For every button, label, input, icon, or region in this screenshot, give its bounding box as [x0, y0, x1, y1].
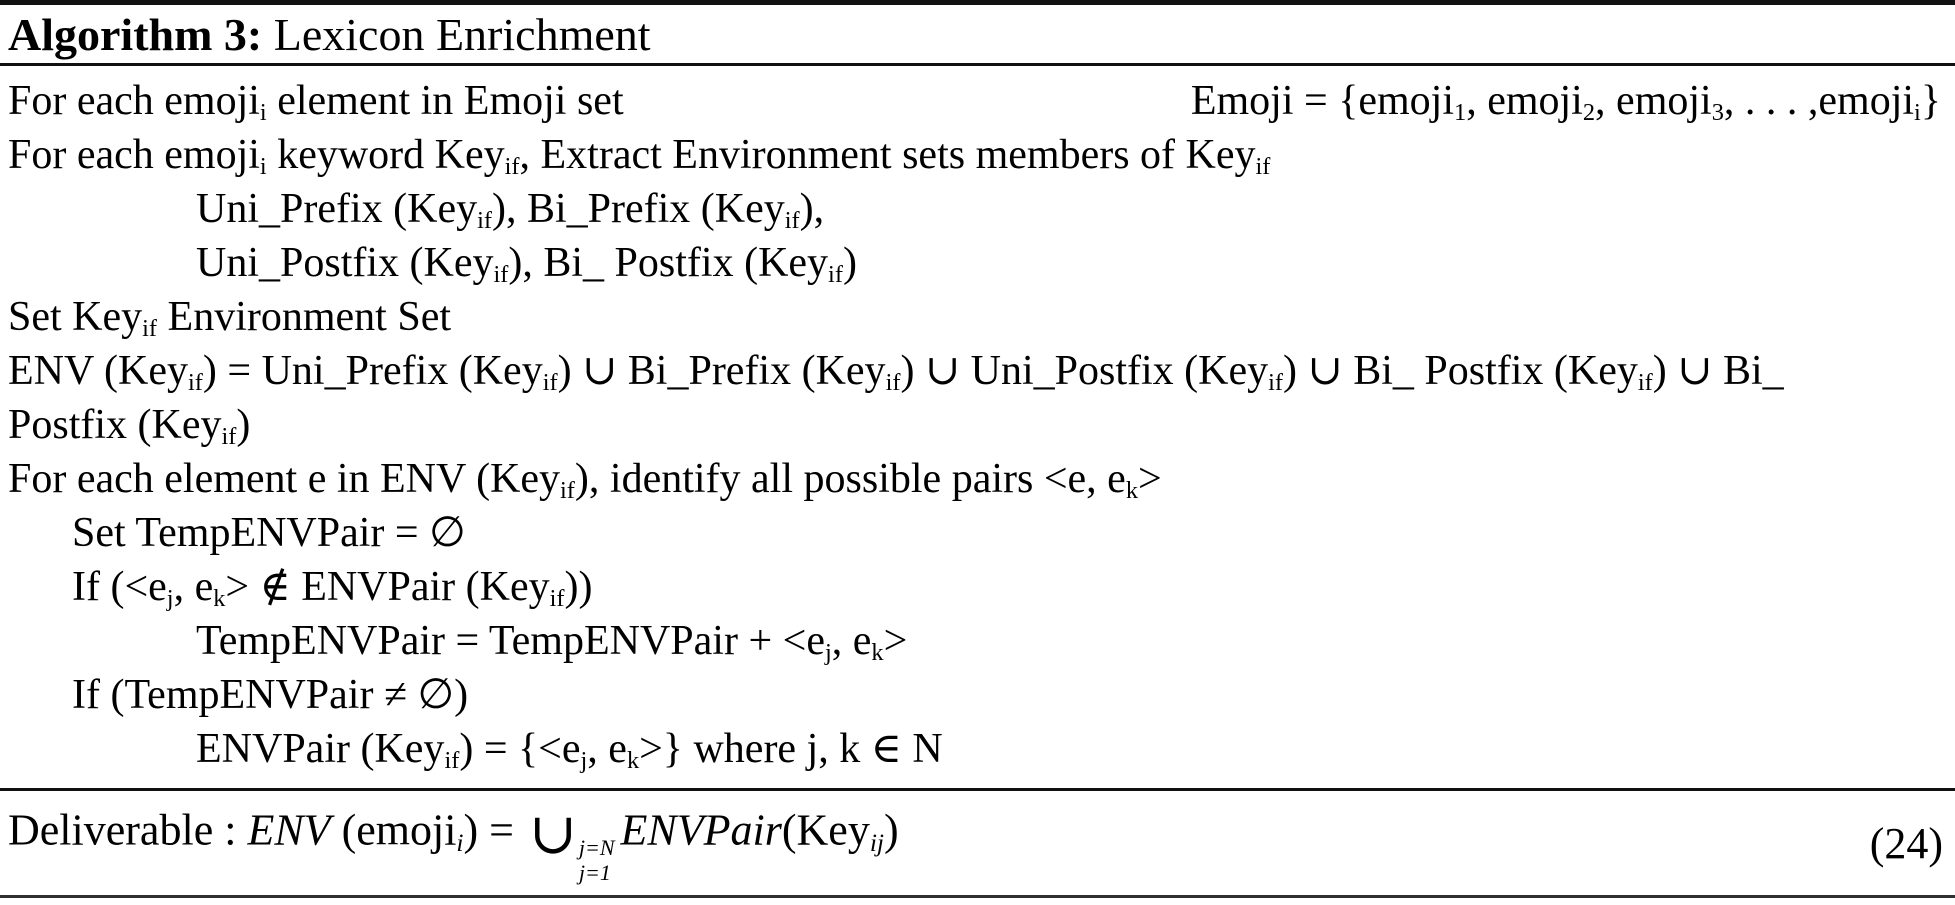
line-right-text: Emoji = {emoji1, emoji2, emoji3, . . . ,…: [1190, 78, 1941, 127]
line-text: Uni_Postfix (Keyif), Bi_ Postfix (Keyif): [196, 240, 857, 289]
algorithm-line: Uni_Prefix (Keyif), Bi_Prefix (Keyif),: [8, 182, 1947, 236]
algorithm-title: Algorithm 3: Lexicon Enrichment: [0, 5, 1955, 63]
line-text: Postfix (Keyif): [8, 402, 251, 451]
line-text: ENV (Keyif) = Uni_Prefix (Keyif) ∪ Bi_Pr…: [8, 348, 1784, 397]
algorithm-line: ENVPair (Keyif) = {<ej, ek>} where j, k …: [8, 722, 1947, 776]
bottom-rule: [0, 895, 1955, 898]
algorithm-line: Uni_Postfix (Keyif), Bi_ Postfix (Keyif): [8, 236, 1947, 290]
line-text: For each element e in ENV (Keyif), ident…: [8, 456, 1162, 505]
line-text: Set Keyif Environment Set: [8, 294, 452, 343]
line-text: Uni_Prefix (Keyif), Bi_Prefix (Keyif),: [196, 186, 825, 235]
algorithm-line: Postfix (Keyif): [8, 398, 1947, 452]
algorithm-line: If (TempENVPair ≠ ∅): [8, 668, 1947, 722]
line-text: TempENVPair = TempENVPair + <ej, ek>: [196, 618, 908, 667]
line-text: ENVPair (Keyif) = {<ej, ek>} where j, k …: [196, 726, 943, 775]
algorithm-line: TempENVPair = TempENVPair + <ej, ek>: [8, 614, 1947, 668]
line-text: For each emojii element in Emoji set: [8, 78, 624, 127]
algorithm-line: ENV (Keyif) = Uni_Prefix (Keyif) ∪ Bi_Pr…: [8, 344, 1947, 398]
equation-number: (24): [1869, 818, 1943, 868]
algorithm-line: For each element e in ENV (Keyif), ident…: [8, 452, 1947, 506]
deliverable-separator-rule: [0, 788, 1955, 791]
union-operator: ∪: [528, 802, 577, 866]
algorithm-line: Set TempENVPair = ∅: [8, 506, 1947, 560]
algorithm-title-name: Lexicon Enrichment: [262, 9, 651, 60]
algorithm-title-number: Algorithm 3:: [8, 9, 263, 60]
algorithm-line: For each emojii keyword Keyif, Extract E…: [8, 128, 1947, 182]
algorithm-line: For each emojii element in Emoji set Emoj…: [8, 74, 1947, 128]
algorithm-lines: For each emojii element in Emoji set Emoj…: [0, 66, 1955, 788]
title-separator-rule: [0, 63, 1955, 66]
line-text: If (TempENVPair ≠ ∅): [72, 672, 469, 718]
line-text: For each emojii keyword Keyif, Extract E…: [8, 132, 1271, 181]
line-text: Set TempENVPair = ∅: [72, 510, 466, 556]
line-text: If (<ej, ek> ∉ ENVPair (Keyif)): [72, 564, 593, 613]
algorithm-line: Set Keyif Environment Set: [8, 290, 1947, 344]
top-rule: [0, 0, 1955, 5]
algorithm-line: If (<ej, ek> ∉ ENVPair (Keyif)): [8, 560, 1947, 614]
